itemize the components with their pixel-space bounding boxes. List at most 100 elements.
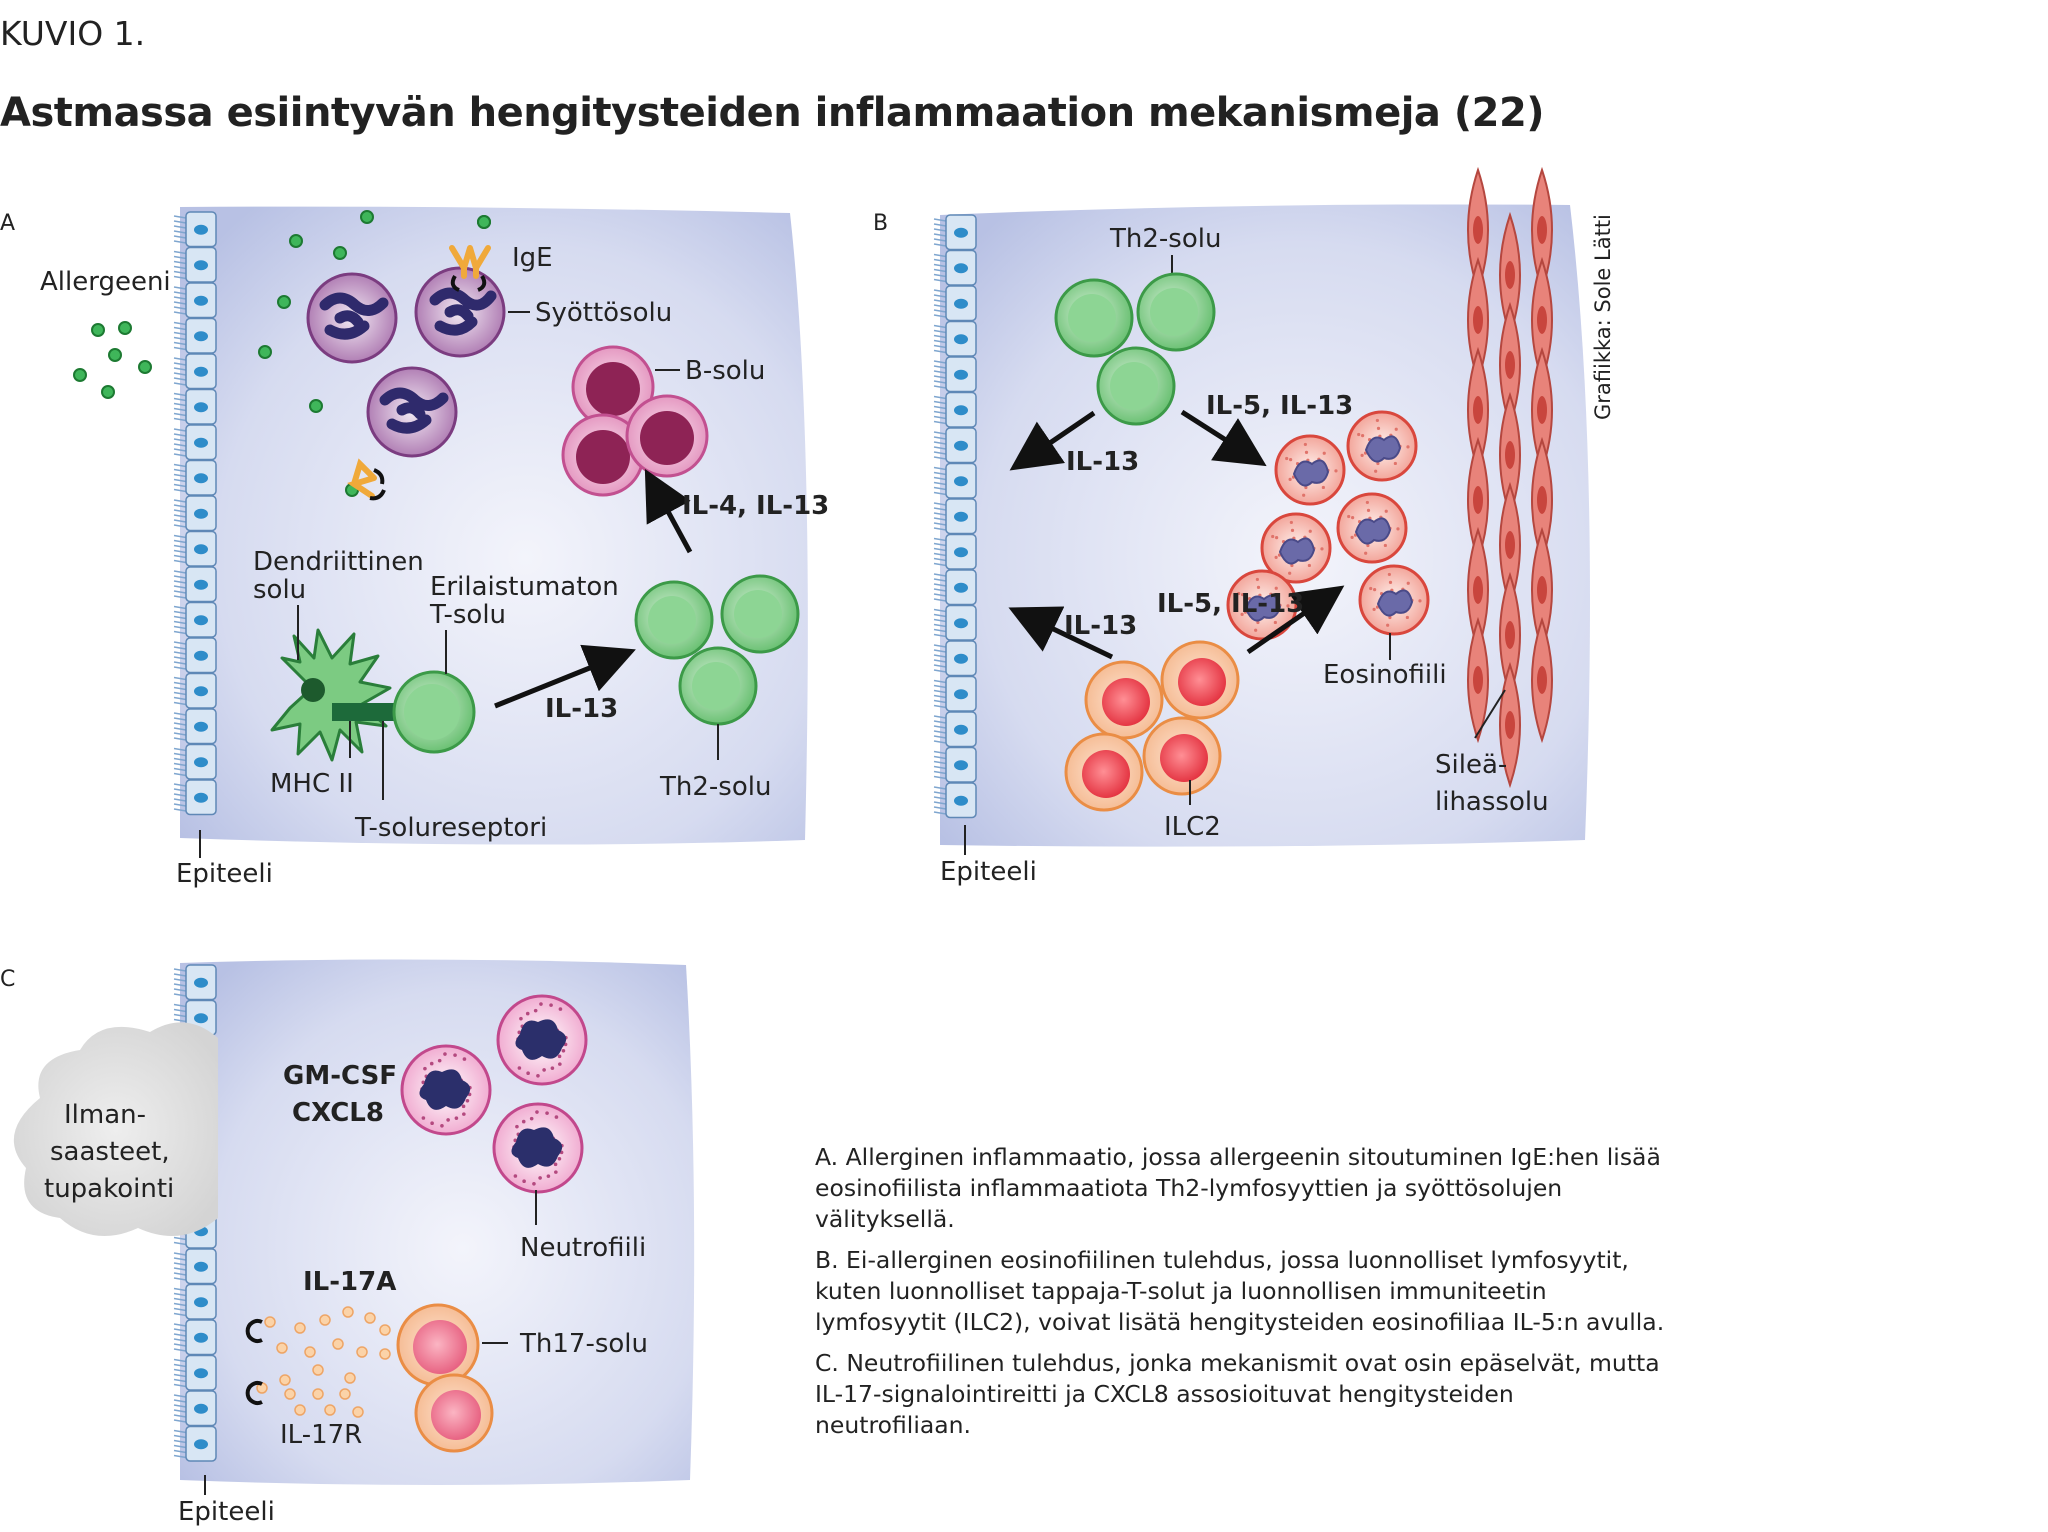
il4-il13-label: IL-4, IL-13: [682, 491, 829, 521]
epithelial-cell: [933, 569, 977, 606]
epithelial-cell: [173, 743, 217, 780]
smooth-muscle-cell: [1499, 661, 1521, 789]
dendritic-cell-label-1: Dendriittinen: [253, 547, 424, 577]
il13-label: IL-13: [545, 694, 618, 724]
eosinophil-label: Eosinofiili: [1323, 660, 1447, 690]
b-cell-label: B-solu: [685, 356, 765, 386]
th17-cell: [414, 1373, 494, 1453]
epithelial-cell: [933, 533, 977, 570]
panel-c: C Ilman- saasteet, tupakointi GM-CSF CXC…: [0, 959, 695, 1527]
il5-il13-top-label: IL-5, IL-13: [1206, 391, 1353, 421]
epithelial-cell: [933, 675, 977, 712]
panel-c-letter: C: [0, 967, 15, 992]
naive-t-cell-label-2: T-solu: [429, 600, 506, 630]
naive-t-cell: [392, 670, 476, 754]
epithelial-cell: [933, 356, 977, 393]
epithelial-cell: [933, 427, 977, 464]
mast-cell: [366, 366, 458, 458]
epithelial-cell: [173, 530, 217, 567]
panel-a-letter: A: [0, 211, 15, 236]
mast-cell: [414, 266, 506, 358]
epithelial-cell: [173, 566, 217, 603]
epithelial-cell: [173, 672, 217, 709]
epithelial-cell: [933, 711, 977, 748]
th2-cell: [1096, 346, 1176, 426]
epithelial-cell: [933, 746, 977, 783]
smooth-muscle-cell: [1499, 571, 1521, 699]
ilc2-cell: [1142, 716, 1222, 796]
il13-bottom-label: IL-13: [1064, 611, 1137, 641]
epithelial-cell: [173, 495, 217, 532]
smooth-muscle-cells: [1467, 166, 1553, 789]
th2-cell: [1054, 278, 1134, 358]
il13-bottom-arrow: [1008, 606, 1114, 660]
ige-receptor-icon: [369, 274, 487, 501]
b-cell: [561, 413, 645, 497]
ilc2-cell: [1064, 732, 1144, 812]
smooth-muscle-cell: [1467, 166, 1489, 294]
ige-antibody-icon: [347, 245, 491, 499]
epithelial-cell: [173, 246, 217, 283]
il17r-label: IL-17R: [280, 1420, 362, 1450]
smooth-muscle-cell: [1499, 211, 1521, 339]
eosinophil-cell: [1358, 564, 1430, 636]
epithelial-cell: [173, 1425, 217, 1462]
allergen-label: Allergeeni: [40, 267, 171, 297]
epithelial-cell: [173, 637, 217, 674]
th17-cell: [396, 1303, 480, 1387]
epithelial-cell: [933, 391, 977, 428]
mast-cell-label: Syöttösolu: [535, 298, 672, 328]
il17a-label: IL-17A: [303, 1267, 396, 1297]
epithelial-cell: [173, 1248, 217, 1285]
epithelial-cell: [173, 282, 217, 319]
ige-label: IgE: [512, 243, 553, 273]
epithelial-cell: [933, 604, 977, 641]
pollution-label-1: Ilman-: [64, 1100, 146, 1130]
cxcl8-label: CXCL8: [292, 1098, 384, 1128]
dendritic-cell-label-2: solu: [253, 575, 306, 605]
th2-cell-label: Th2-solu: [1109, 224, 1221, 254]
pollution-label-3: tupakointi: [44, 1174, 174, 1204]
naive-t-cell-label-1: Erilaistumaton: [430, 572, 619, 602]
il13-top-arrow: [1009, 410, 1096, 471]
caption-c: C. Neutrofiilinen tulehdus, jonka mekani…: [815, 1349, 1660, 1439]
il13-top-label: IL-13: [1066, 447, 1139, 477]
smooth-muscle-cell: [1531, 526, 1553, 654]
eosinophil-cell: [1274, 434, 1346, 506]
epithelial-cell: [173, 1283, 217, 1320]
eosinophil-cell: [1346, 410, 1418, 482]
epithelial-cell: [173, 1390, 217, 1427]
eosinophil-cell: [1260, 512, 1332, 584]
figure-caption: A. Allerginen inflammaatio, jossa allerg…: [815, 1142, 1675, 1451]
epithelium-label: Epiteeli: [178, 1497, 275, 1527]
th2-cell-label: Th2-solu: [659, 772, 771, 802]
neutrophil-cell: [496, 994, 588, 1086]
bound-allergen: [477, 215, 491, 229]
smooth-muscle-cell: [1499, 301, 1521, 429]
neutrophil-cell: [492, 1102, 584, 1194]
mast-cell: [306, 272, 398, 364]
ilc2-cell: [1160, 640, 1240, 720]
epithelial-cell: [933, 498, 977, 535]
epithelial-cell: [173, 388, 217, 425]
allergen-particles: [73, 210, 491, 497]
smooth-muscle-pointer: [1474, 689, 1506, 739]
il5-il13-bottom-arrow: [1246, 585, 1345, 655]
tcr-label: T-solureseptori: [354, 813, 547, 843]
b-cell: [625, 394, 709, 478]
panel-a: A Allergeeni: [0, 206, 829, 889]
il17a-molecules: [256, 1306, 391, 1418]
th2-cell: [678, 646, 758, 726]
smooth-muscle-cell: [1467, 616, 1489, 744]
epithelial-cell: [173, 424, 217, 461]
ilc2-label: ILC2: [1164, 812, 1221, 842]
smooth-muscle-cell: [1531, 616, 1553, 744]
caption-b: B. Ei-allerginen eosinofiilinen tulehdus…: [815, 1246, 1665, 1336]
th17-cell-label: Th17-solu: [519, 1329, 648, 1359]
smooth-muscle-cell: [1499, 481, 1521, 609]
epithelial-cell: [933, 320, 977, 357]
il4-il13-arrow: [644, 468, 693, 554]
panel-b-letter: B: [873, 211, 888, 236]
panel-b-epithelium: [933, 214, 977, 819]
gmcsf-label: GM-CSF: [283, 1061, 397, 1091]
